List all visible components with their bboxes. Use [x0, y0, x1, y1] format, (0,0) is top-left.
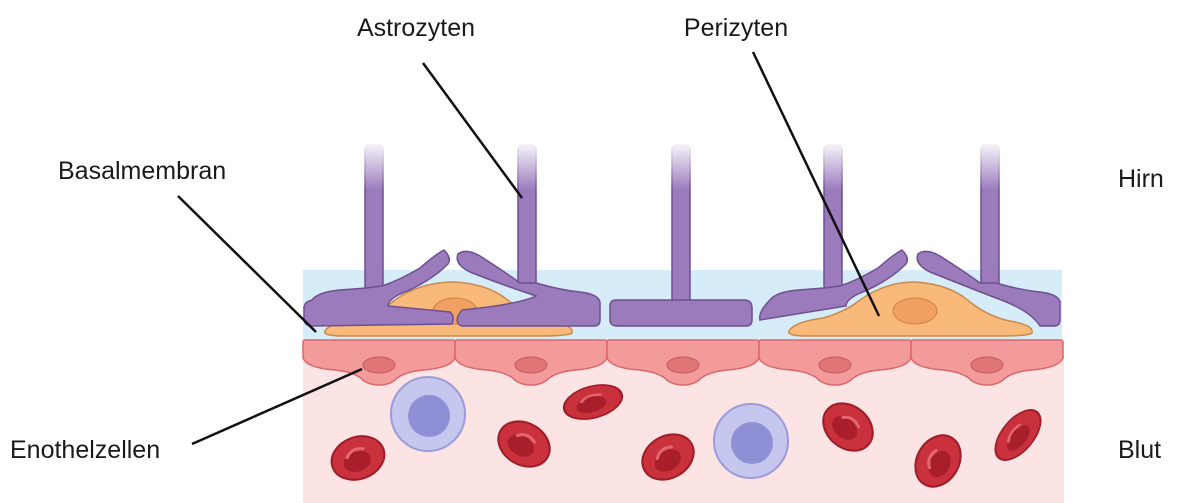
label-enothelzellen: Enothelzellen [10, 436, 160, 464]
label-basalmembran: Basalmembran [58, 157, 226, 185]
pericyte-nucleus [893, 298, 937, 324]
basalmembran-leader [178, 196, 316, 332]
label-blut: Blut [1118, 436, 1161, 464]
label-hirn: Hirn [1118, 165, 1164, 193]
label-perizyten: Perizyten [684, 14, 788, 42]
label-astrozyten: Astrozyten [357, 14, 475, 42]
process-fade [300, 140, 1020, 190]
